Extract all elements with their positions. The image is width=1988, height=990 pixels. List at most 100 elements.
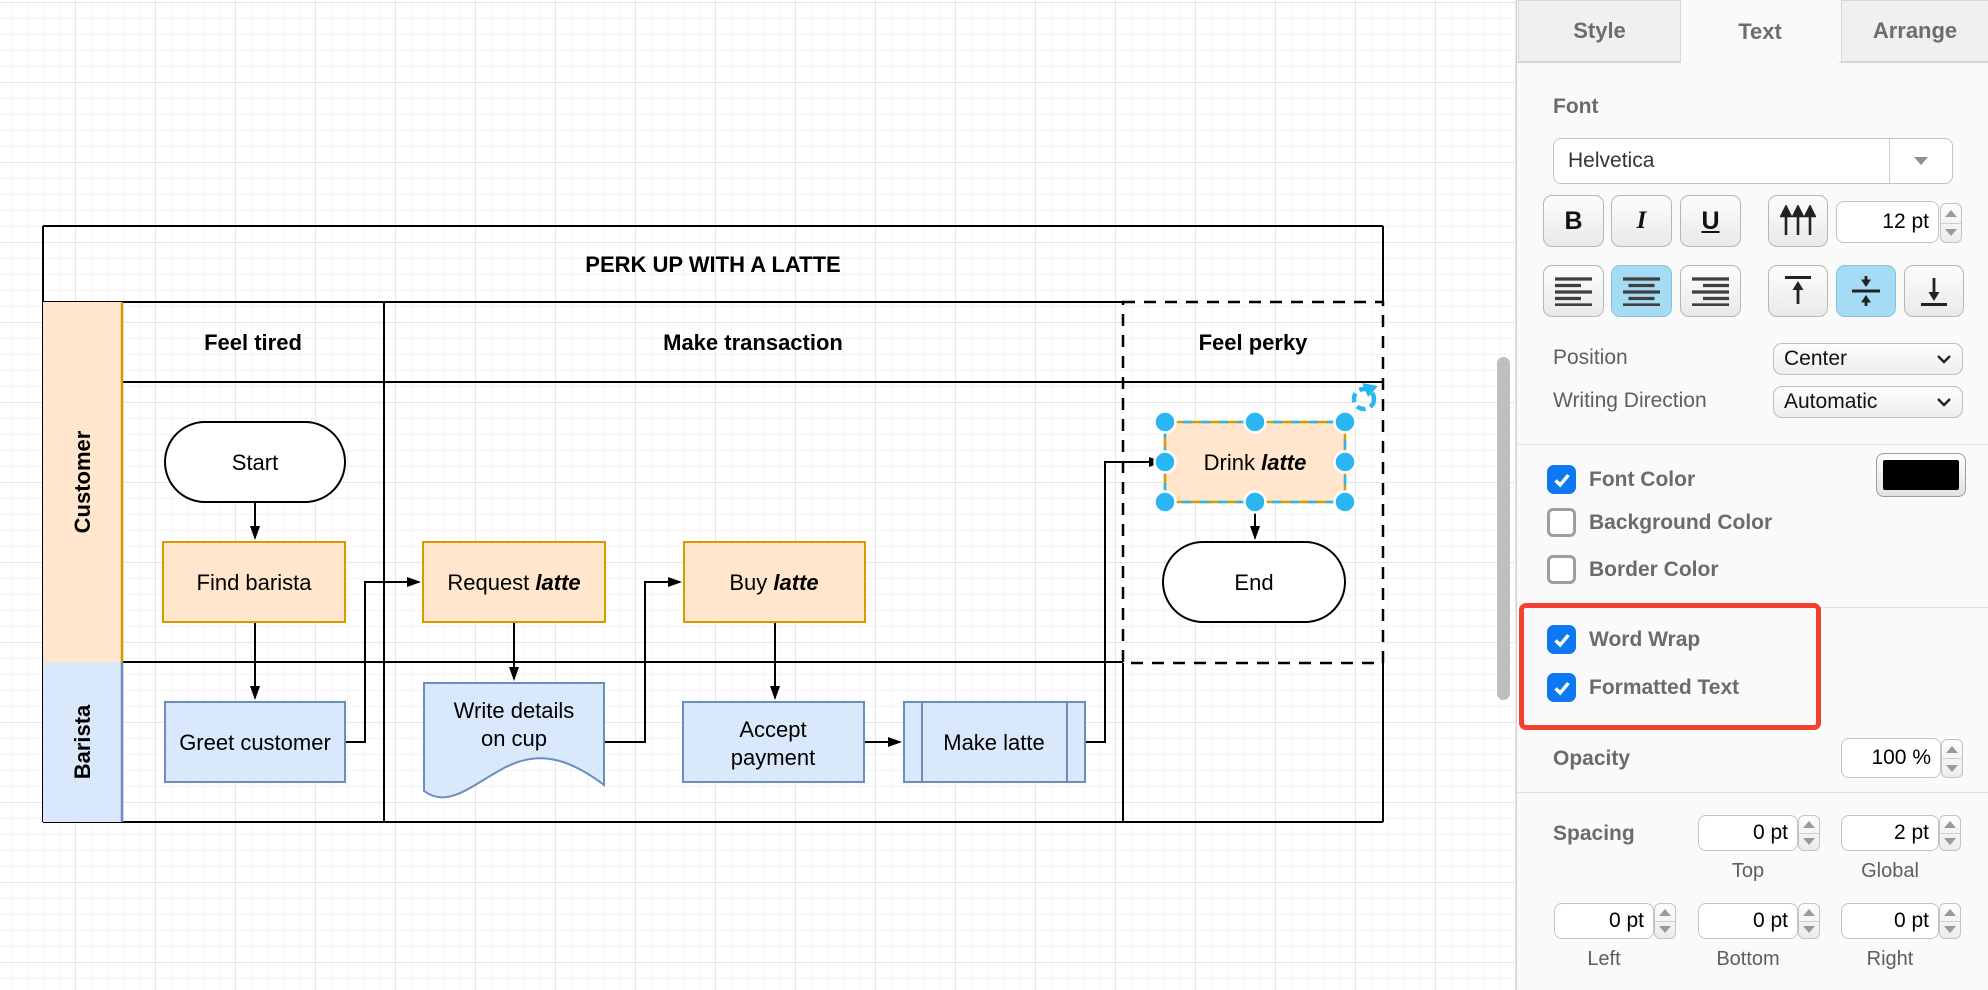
section-divider xyxy=(1517,444,1988,445)
font-size-input[interactable]: 12 pt xyxy=(1836,201,1939,243)
stepper-up-icon xyxy=(1659,909,1671,916)
spacing-bottom-input[interactable]: 0 pt xyxy=(1698,903,1798,939)
tab-text-label: Text xyxy=(1738,19,1782,45)
stepper-down-icon xyxy=(1945,229,1957,236)
phase-feel-perky-label[interactable]: Feel perky xyxy=(1199,330,1309,355)
valign-bottom-button[interactable] xyxy=(1904,265,1964,317)
spacing-top-label: Top xyxy=(1698,860,1798,883)
node-buy-latte-prefix: Buy xyxy=(729,570,773,595)
opacity-label: Opacity xyxy=(1553,745,1630,772)
position-label: Position xyxy=(1553,344,1628,371)
spacing-right-input[interactable]: 0 pt xyxy=(1841,903,1939,939)
align-left-button[interactable] xyxy=(1543,265,1604,317)
checkmark-icon xyxy=(1551,469,1573,491)
svg-text:Request latte: Request latte xyxy=(447,570,580,595)
writing-direction-select[interactable]: Automatic xyxy=(1773,386,1963,418)
stepper-up-icon xyxy=(1944,821,1956,828)
border-color-checkbox[interactable] xyxy=(1547,555,1576,584)
node-accept-payment-line2: payment xyxy=(731,745,815,770)
underline-button[interactable]: U xyxy=(1680,195,1741,247)
stepper-down-icon xyxy=(1803,838,1815,845)
svg-text:Buy latte: Buy latte xyxy=(729,570,818,595)
font-color-checkbox[interactable] xyxy=(1547,465,1576,494)
canvas-vertical-scrollbar[interactable] xyxy=(1497,357,1510,700)
font-color-label: Font Color xyxy=(1589,466,1695,493)
italic-icon: I xyxy=(1637,207,1647,235)
node-write-details[interactable]: Write details on cup xyxy=(424,683,604,797)
node-request-latte-emphasis: latte xyxy=(535,570,580,595)
align-center-button[interactable] xyxy=(1611,265,1672,317)
bold-button[interactable]: B xyxy=(1543,195,1604,247)
section-divider xyxy=(1813,607,1988,608)
node-end[interactable]: End xyxy=(1163,542,1345,622)
node-greet-customer[interactable]: Greet customer xyxy=(165,702,345,782)
stepper-up-icon xyxy=(1945,210,1957,217)
svg-text:Drink latte: Drink latte xyxy=(1204,450,1307,475)
tab-text[interactable]: Text xyxy=(1681,0,1839,63)
node-request-latte[interactable]: Request latte xyxy=(423,542,605,622)
phase-feel-tired-label[interactable]: Feel tired xyxy=(204,330,302,355)
formatted-text-checkbox[interactable] xyxy=(1547,673,1576,702)
lane-customer-label[interactable]: Customer xyxy=(70,430,95,533)
rotate-handle[interactable] xyxy=(1354,383,1378,409)
pool-title[interactable]: PERK UP WITH A LATTE xyxy=(585,252,840,277)
node-write-details-line1: Write details xyxy=(454,698,575,723)
stepper-down-icon xyxy=(1944,926,1956,933)
node-accept-payment[interactable]: Accept payment xyxy=(683,702,864,782)
node-end-label: End xyxy=(1234,570,1273,595)
align-right-button[interactable] xyxy=(1680,265,1741,317)
valign-top-button[interactable] xyxy=(1768,265,1828,317)
font-family-select[interactable]: Helvetica xyxy=(1553,138,1953,184)
drawing-canvas[interactable]: PERK UP WITH A LATTE Feel tired Make tra… xyxy=(0,0,1516,990)
font-size-stepper[interactable] xyxy=(1940,203,1962,243)
spacing-global-stepper[interactable] xyxy=(1939,815,1961,851)
italic-button[interactable]: I xyxy=(1611,195,1672,247)
background-color-label: Background Color xyxy=(1589,509,1772,536)
position-select[interactable]: Center xyxy=(1773,343,1963,375)
tab-style-label: Style xyxy=(1573,18,1626,44)
writing-direction-label: Writing Direction xyxy=(1553,387,1707,414)
node-greet-customer-label: Greet customer xyxy=(179,730,331,755)
node-find-barista[interactable]: Find barista xyxy=(163,542,345,622)
node-drink-latte-prefix: Drink xyxy=(1204,450,1261,475)
spacing-right-label: Right xyxy=(1841,948,1939,971)
formatted-text-label: Formatted Text xyxy=(1589,674,1739,701)
font-color-swatch[interactable] xyxy=(1876,453,1966,497)
red-annotation-box xyxy=(1519,603,1821,730)
align-center-icon xyxy=(1623,277,1660,306)
opacity-stepper[interactable] xyxy=(1941,739,1963,778)
font-color-swatch-fill xyxy=(1883,460,1959,490)
phase-make-transaction-label[interactable]: Make transaction xyxy=(663,330,843,355)
spacing-top-stepper[interactable] xyxy=(1798,815,1820,851)
node-start[interactable]: Start xyxy=(165,422,345,502)
lane-barista-label[interactable]: Barista xyxy=(70,704,95,779)
stepper-down-icon xyxy=(1803,926,1815,933)
background-color-checkbox[interactable] xyxy=(1547,508,1576,537)
spacing-global-input[interactable]: 2 pt xyxy=(1841,815,1939,851)
position-value: Center xyxy=(1784,347,1847,371)
spacing-top-input[interactable]: 0 pt xyxy=(1698,815,1798,851)
font-section-label: Font xyxy=(1553,93,1598,120)
stepper-up-icon xyxy=(1944,909,1956,916)
spacing-left-stepper[interactable] xyxy=(1654,903,1676,939)
tab-style[interactable]: Style xyxy=(1518,0,1681,62)
spacing-right-stepper[interactable] xyxy=(1939,903,1961,939)
dropdown-arrow-icon xyxy=(1913,157,1929,166)
spacing-bottom-stepper[interactable] xyxy=(1798,903,1820,939)
valign-middle-icon xyxy=(1849,275,1883,307)
spacing-global-label: Global xyxy=(1841,860,1939,883)
node-make-latte[interactable]: Make latte xyxy=(904,702,1085,782)
opacity-input[interactable]: 100 % xyxy=(1841,738,1941,778)
vertical-text-button[interactable] xyxy=(1768,195,1828,247)
swimlane-diagram: PERK UP WITH A LATTE Feel tired Make tra… xyxy=(0,0,1516,990)
node-drink-latte-selected[interactable]: Drink latte xyxy=(1155,383,1379,513)
node-buy-latte[interactable]: Buy latte xyxy=(684,542,865,622)
spacing-left-input[interactable]: 0 pt xyxy=(1554,903,1654,939)
valign-top-icon xyxy=(1781,275,1815,307)
valign-middle-button[interactable] xyxy=(1836,265,1896,317)
tab-arrange[interactable]: Arrange xyxy=(1841,0,1988,62)
node-make-latte-label: Make latte xyxy=(943,730,1045,755)
spacing-label: Spacing xyxy=(1553,820,1635,847)
word-wrap-checkbox[interactable] xyxy=(1547,625,1576,654)
